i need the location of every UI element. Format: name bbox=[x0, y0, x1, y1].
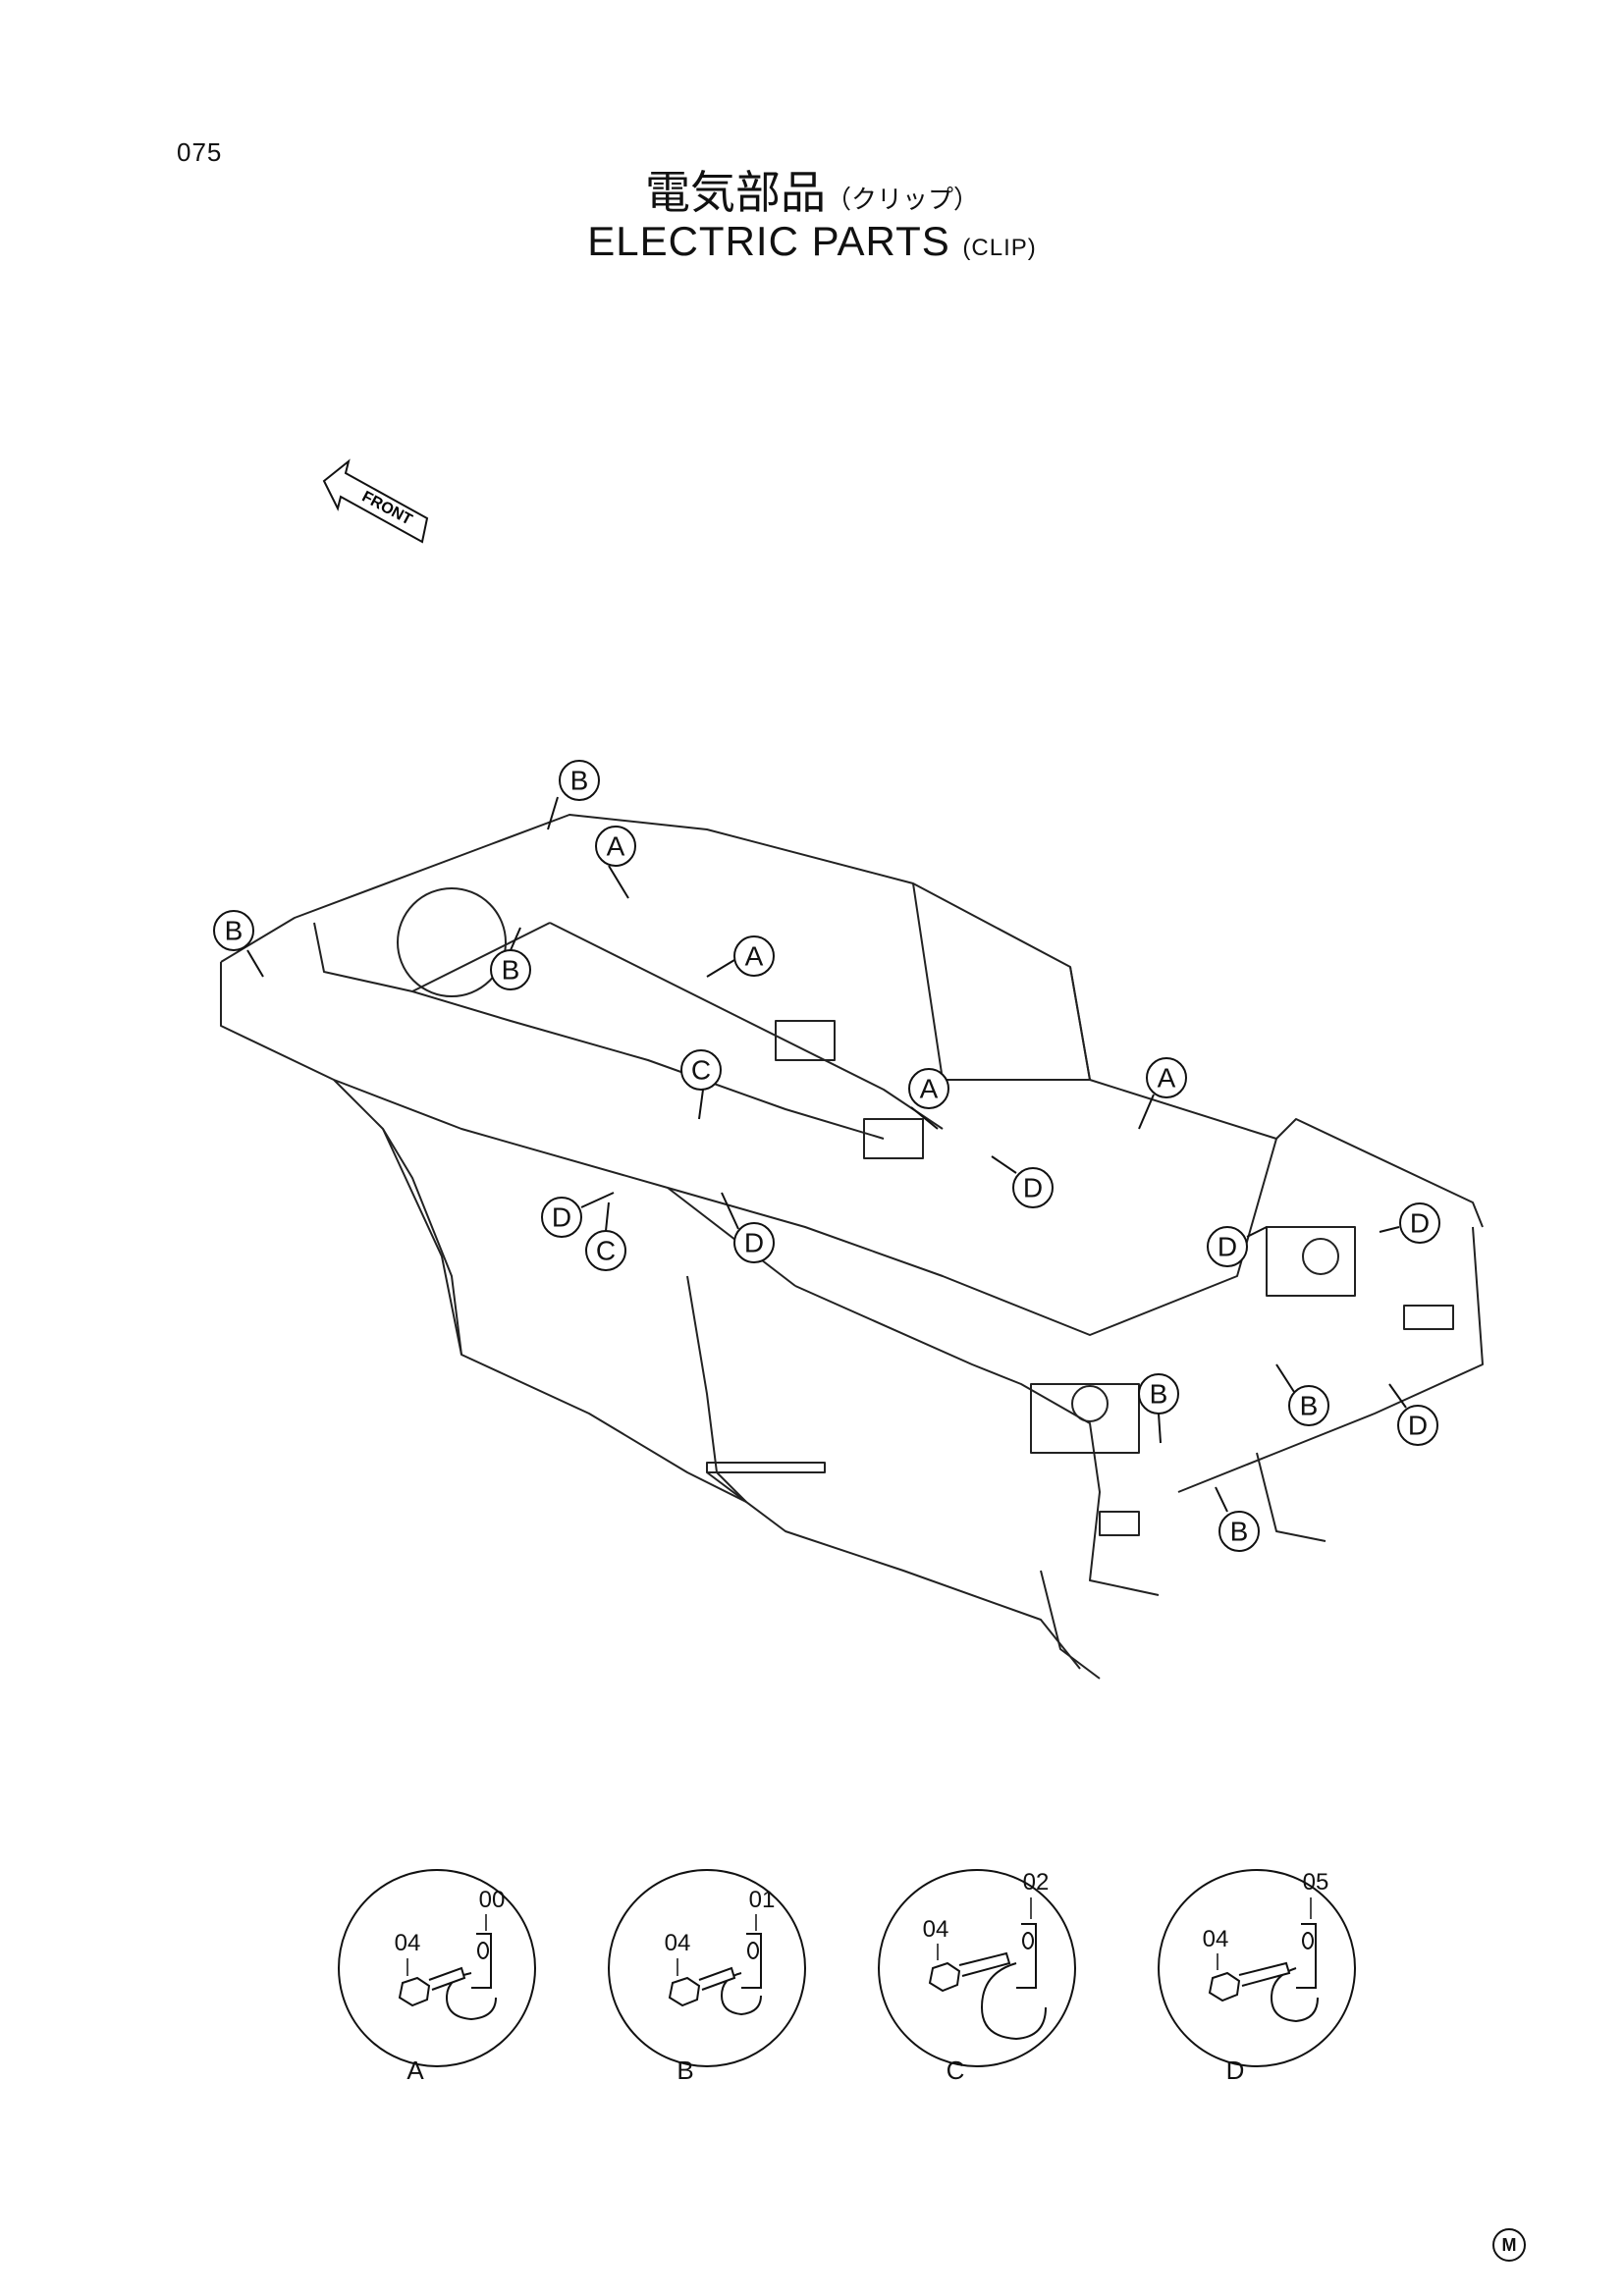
callout: B bbox=[490, 927, 531, 990]
callout: C bbox=[585, 1201, 626, 1271]
title-english: ELECTRIC PARTS (CLIP) bbox=[0, 218, 1624, 265]
clip-part-number: 05 bbox=[1303, 1869, 1329, 1896]
callout: B bbox=[1275, 1363, 1329, 1426]
front-arrow-icon: FRONT bbox=[322, 458, 429, 544]
callouts: B A B B A C D C D A A D D D B D B B bbox=[213, 760, 1440, 1552]
callout: D bbox=[991, 1155, 1054, 1208]
callout: D bbox=[1388, 1383, 1438, 1446]
callout-label: A bbox=[745, 941, 764, 972]
title-en-sub: (CLIP) bbox=[962, 235, 1037, 261]
callout-label: B bbox=[570, 766, 589, 796]
callout: B bbox=[547, 760, 600, 830]
bolt-part-number: 04 bbox=[665, 1930, 691, 1956]
clip-part-number: 00 bbox=[479, 1887, 506, 1913]
callout: A bbox=[706, 935, 775, 978]
callout: A bbox=[1138, 1057, 1187, 1130]
detail-b: 04 01 B bbox=[608, 1869, 806, 2085]
callout: D bbox=[721, 1192, 775, 1263]
detail-label: B bbox=[677, 2056, 693, 2085]
title-en-main: ELECTRIC PARTS bbox=[587, 218, 950, 264]
callout: D bbox=[1379, 1202, 1440, 1244]
callout: B bbox=[213, 910, 264, 978]
detail-c: 04 02 C bbox=[878, 1869, 1076, 2085]
callout-label: B bbox=[502, 955, 520, 986]
frame-drawing bbox=[220, 814, 1484, 1680]
callout-label: B bbox=[1300, 1391, 1319, 1421]
callout-label: A bbox=[920, 1074, 939, 1104]
callout-label: D bbox=[1408, 1411, 1428, 1441]
title-jp-main: 電気部品 bbox=[644, 166, 826, 219]
detail-a: 04 00 A bbox=[338, 1869, 536, 2085]
callout-label: B bbox=[1150, 1379, 1168, 1410]
callout-label: C bbox=[691, 1055, 711, 1086]
callout: B bbox=[1215, 1486, 1260, 1552]
callout-label: A bbox=[607, 831, 625, 862]
callout-label: D bbox=[1218, 1232, 1237, 1262]
callout: A bbox=[908, 1068, 949, 1130]
callout: D bbox=[1207, 1226, 1268, 1267]
callout-label: B bbox=[225, 916, 244, 946]
callout: A bbox=[595, 826, 636, 899]
title-japanese: 電気部品（クリップ） bbox=[0, 157, 1624, 222]
page-number: 075 bbox=[177, 137, 223, 167]
clip-part-number: 02 bbox=[1023, 1869, 1050, 1896]
detail-d: 04 05 D bbox=[1158, 1869, 1356, 2085]
clip-part-number: 01 bbox=[749, 1887, 776, 1913]
callout-label: B bbox=[1230, 1517, 1249, 1547]
callout-label: D bbox=[744, 1228, 764, 1258]
detail-label: D bbox=[1226, 2056, 1245, 2085]
callout: D bbox=[541, 1192, 615, 1238]
bolt-part-number: 04 bbox=[395, 1930, 421, 1956]
callout-label: D bbox=[552, 1202, 571, 1233]
callout-label: D bbox=[1023, 1173, 1043, 1203]
callout-label: C bbox=[596, 1236, 616, 1266]
bolt-part-number: 04 bbox=[923, 1916, 949, 1943]
callout: C bbox=[680, 1049, 722, 1120]
callout-label: D bbox=[1410, 1208, 1430, 1239]
detail-label: A bbox=[406, 2056, 424, 2085]
title-jp-sub: （クリップ） bbox=[825, 186, 979, 215]
corner-mark-icon: M bbox=[1492, 2228, 1526, 2262]
callout: B bbox=[1138, 1373, 1179, 1444]
callout-label: A bbox=[1158, 1063, 1176, 1094]
detail-label: C bbox=[947, 2056, 965, 2085]
bolt-part-number: 04 bbox=[1203, 1926, 1229, 1952]
